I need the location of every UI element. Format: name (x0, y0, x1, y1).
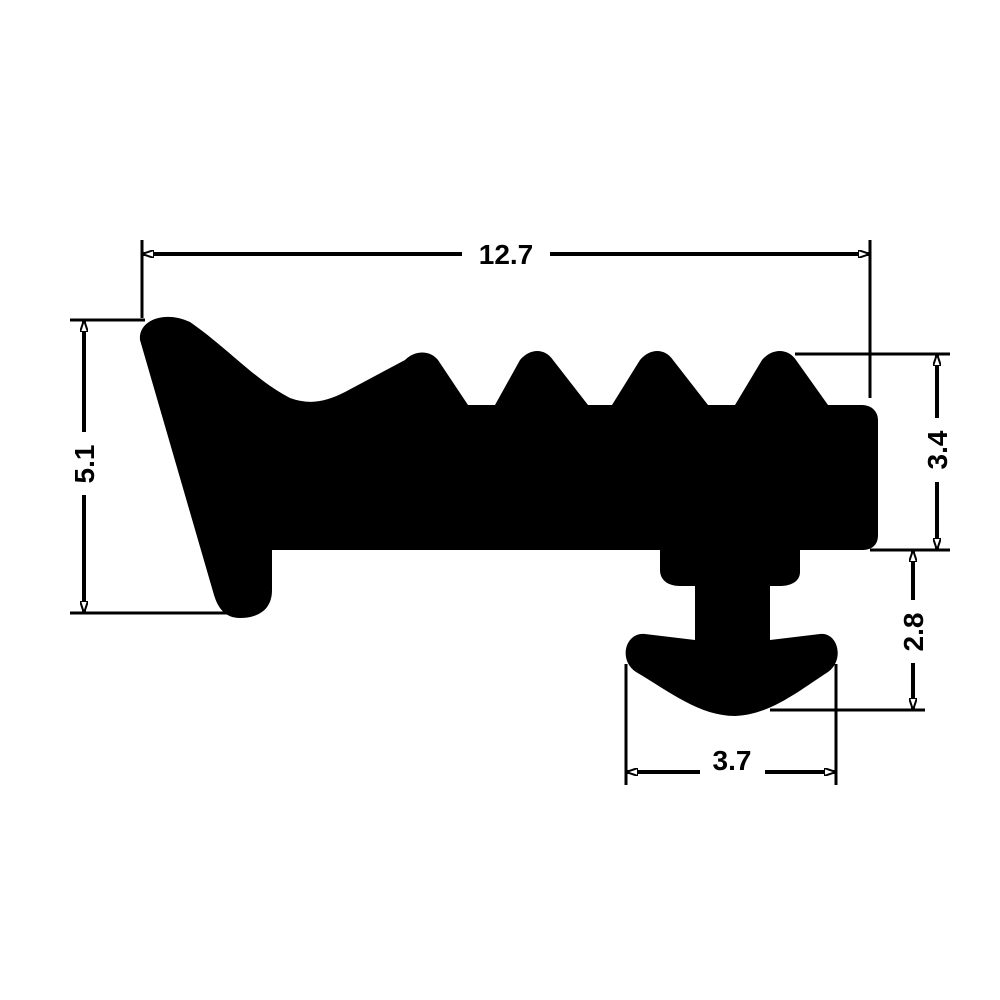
dimension-overall-width: 12.7 (140, 239, 872, 398)
body-height-label: 3.4 (922, 430, 953, 469)
foot-height-label: 2.8 (898, 613, 929, 652)
foot-width-label: 3.7 (713, 745, 752, 776)
dimension-left-height: 5.1 (69, 318, 230, 615)
seal-profile-shape (139, 316, 878, 716)
dimension-foot-height: 2.8 (770, 550, 929, 712)
overall-width-label: 12.7 (479, 239, 534, 270)
dimension-body-height: 3.4 (795, 352, 953, 552)
left-height-label: 5.1 (69, 445, 100, 484)
dimension-foot-width: 3.7 (624, 664, 838, 785)
